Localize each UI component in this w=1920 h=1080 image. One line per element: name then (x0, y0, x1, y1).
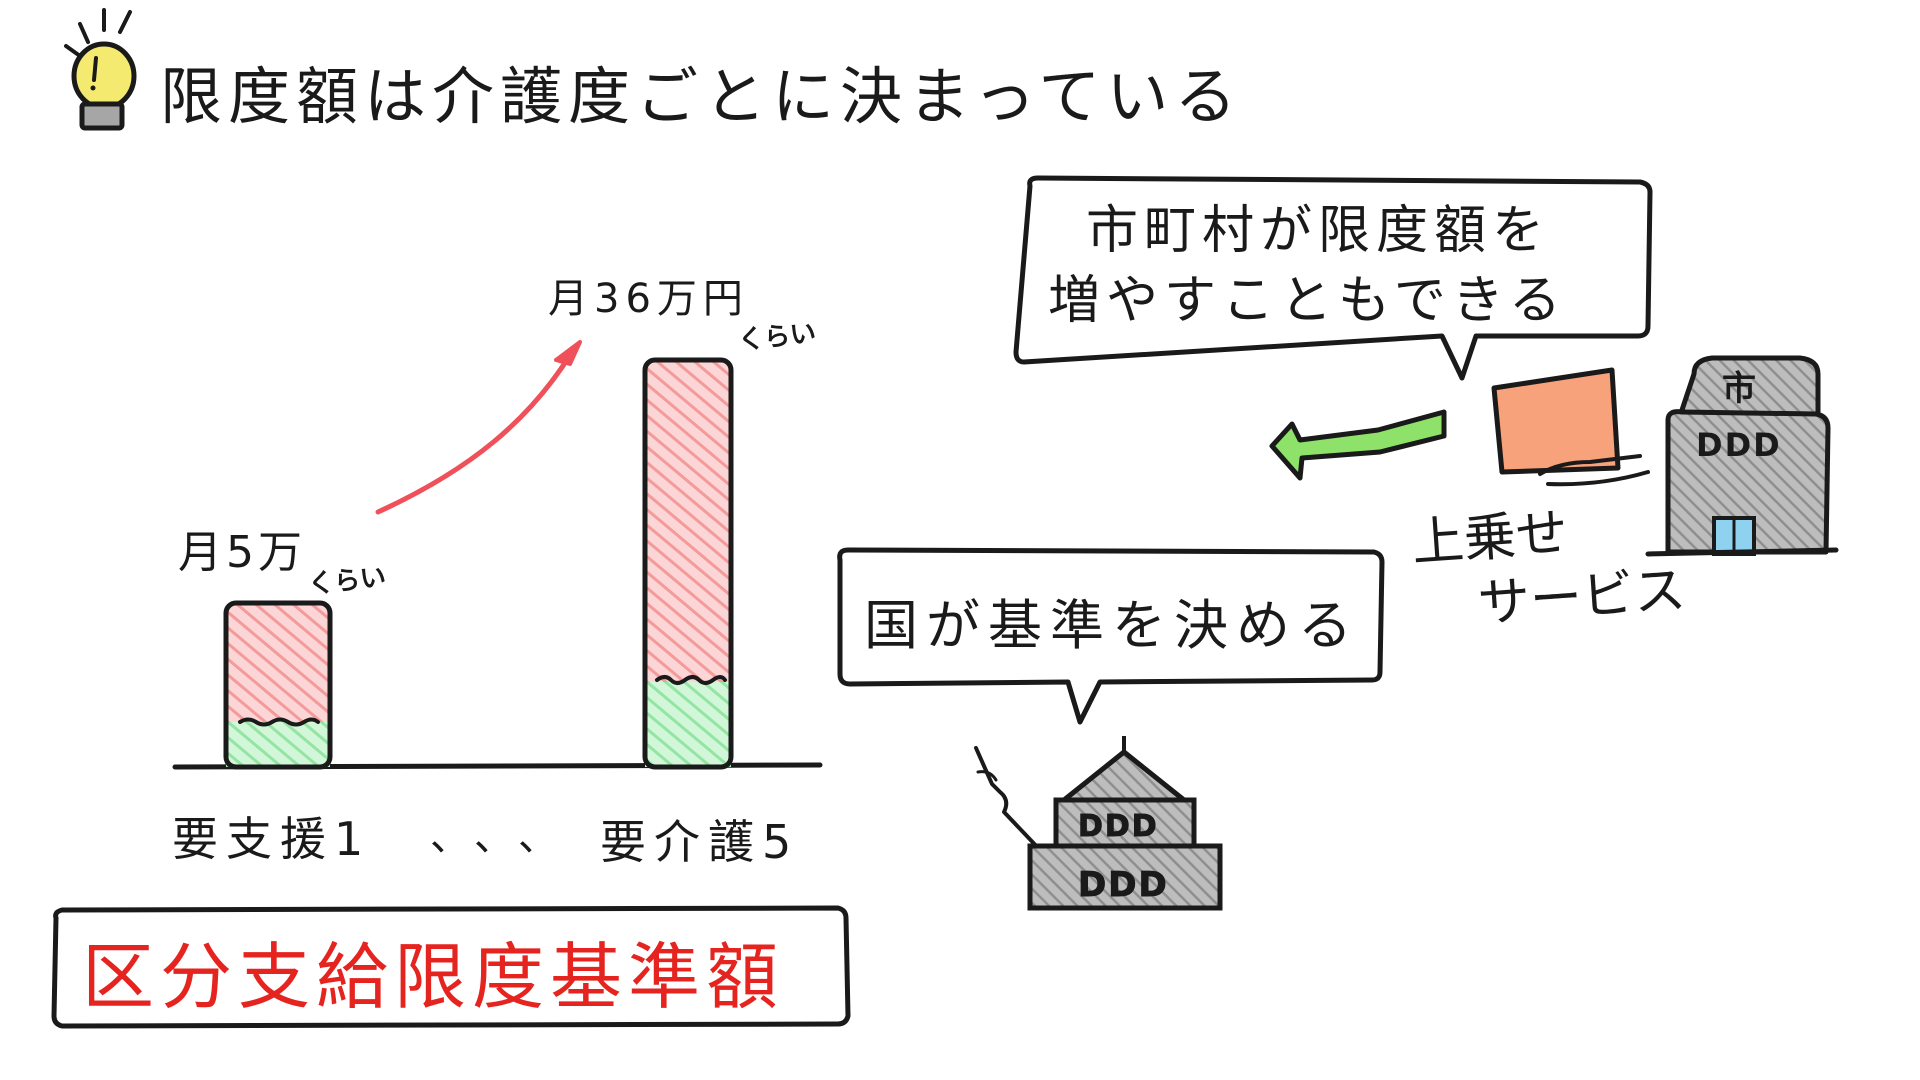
top-up-box-icon (1491, 367, 1650, 487)
category-high-label: 要介護5 (600, 815, 799, 869)
diet-windows-lower: DDD (1078, 865, 1169, 905)
city-hall-icon: 市 DDD (1645, 355, 1839, 557)
increase-arrow (375, 340, 582, 515)
city-bubble-line1: 市町村が限度額を (1086, 201, 1550, 261)
category-ellipsis: 、、、 (430, 814, 582, 860)
low-amount-label: 月5万 (178, 527, 306, 578)
city-hall-sign: 市 (1722, 369, 1756, 409)
page-title: 限度額は介護度ごとに決まっている (160, 60, 1242, 133)
high-amount-label: 月36万円 (548, 276, 749, 322)
caption-box: 区分支給限度基準額 (51, 905, 851, 1029)
diet-building-icon: DDD DDD (974, 736, 1223, 911)
left-green-arrow (1269, 409, 1447, 481)
lightbulb-icon (64, 8, 137, 131)
top-up-label-line2: サービス (1476, 560, 1688, 634)
city-hall-windows: DDD (1696, 426, 1782, 464)
limit-chart: 月5万 くらい 月36万円 くらい 要支援1 、、、 要介護5 (172, 276, 823, 869)
bar-low (223, 600, 333, 770)
bar-high (642, 357, 734, 770)
low-approx-label: くらい (307, 562, 388, 600)
city-speech-bubble: 市町村が限度額を 増やすこともできる (1013, 175, 1653, 381)
diet-windows-upper: DDD (1078, 809, 1159, 844)
nation-speech-bubble: 国が基準を決める (837, 547, 1385, 725)
category-low-label: 要支援1 (172, 812, 371, 866)
top-up-label-line1: 上乗せ (1410, 503, 1570, 574)
city-bubble-line2: 増やすこともできる (1048, 271, 1567, 331)
caption-text: 区分支給限度基準額 (82, 935, 784, 1019)
nation-bubble-text: 国が基準を決める (864, 594, 1360, 657)
high-approx-label: くらい (737, 318, 818, 356)
